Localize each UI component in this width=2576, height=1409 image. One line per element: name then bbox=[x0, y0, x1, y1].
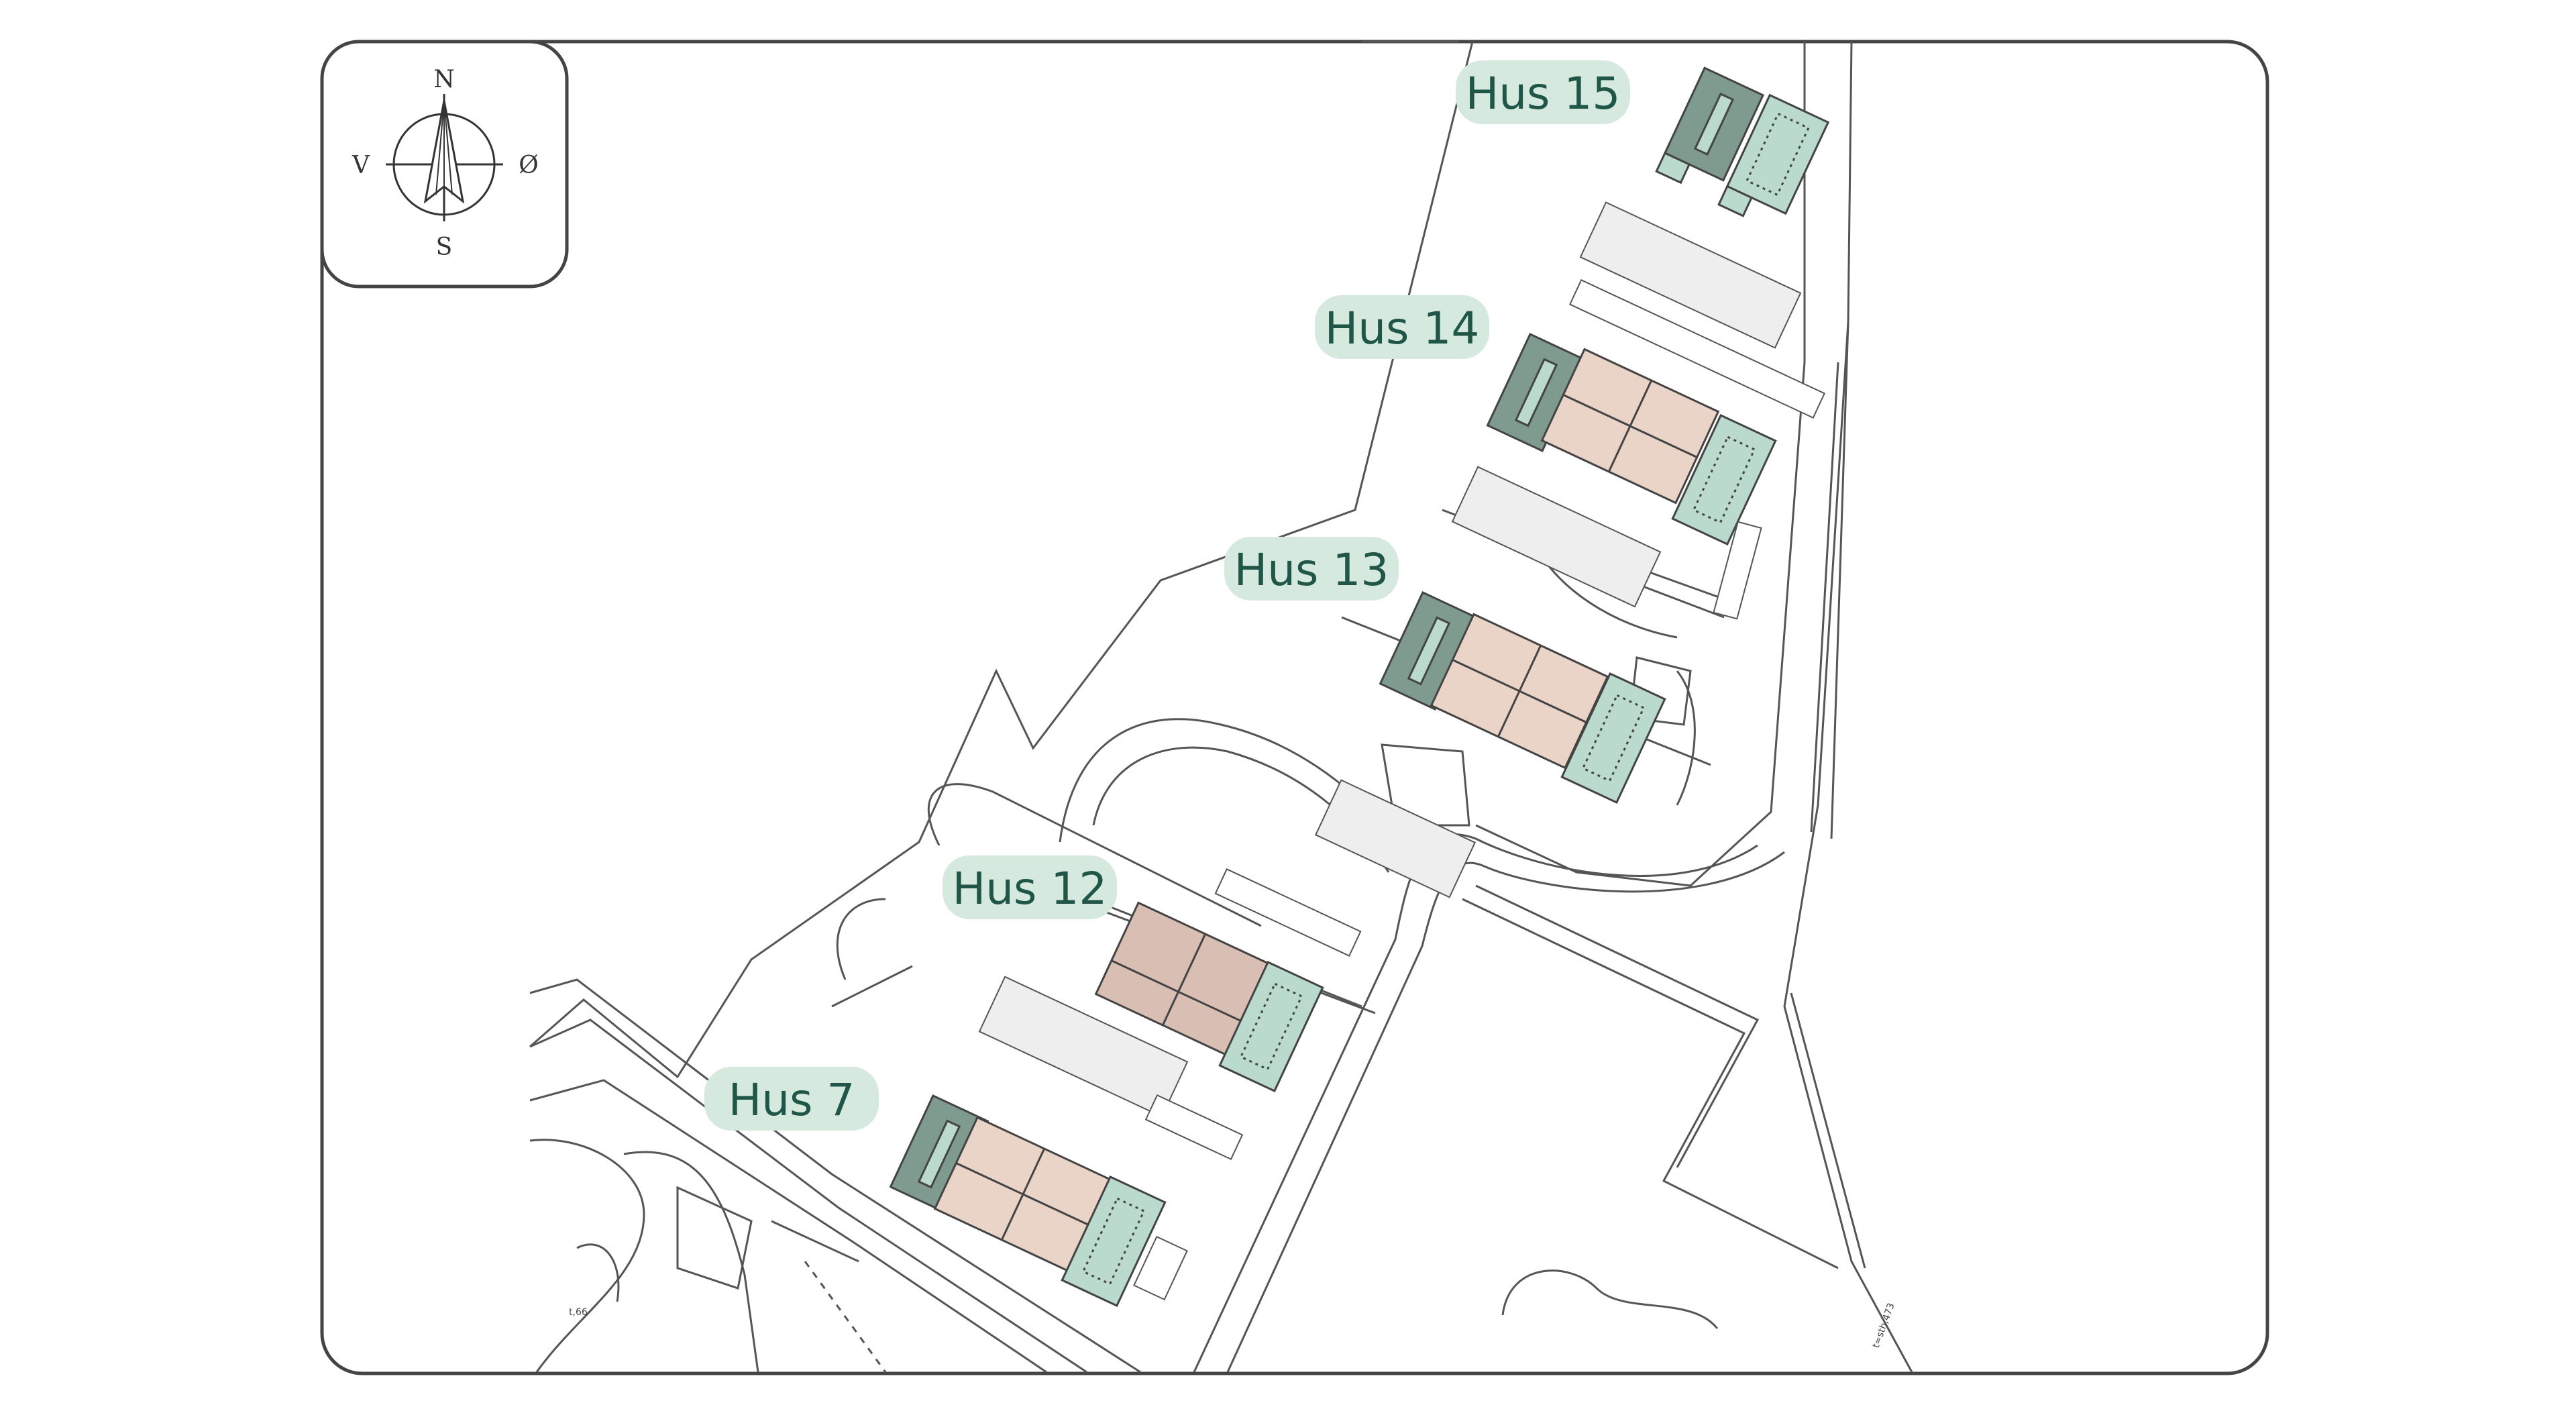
compass-west: V bbox=[352, 152, 370, 179]
building-hus-7 bbox=[889, 1094, 1167, 1308]
building-hus-14 bbox=[1486, 333, 1777, 546]
building-hus-13 bbox=[1379, 591, 1666, 804]
house-label-text: Hus 7 bbox=[729, 1074, 855, 1126]
compass-east: Ø bbox=[519, 152, 539, 179]
house-label-hus-12: Hus 12 bbox=[943, 855, 1117, 919]
house-label-text: Hus 15 bbox=[1466, 68, 1621, 119]
compass-north: N bbox=[433, 66, 455, 93]
house-label-hus-15: Hus 15 bbox=[1456, 60, 1630, 124]
house-label-text: Hus 12 bbox=[953, 863, 1108, 915]
house-label-hus-7: Hus 7 bbox=[704, 1067, 879, 1131]
carport-rows bbox=[978, 201, 1826, 1301]
building-hus-15 bbox=[1655, 66, 1830, 217]
map-border bbox=[320, 40, 2269, 1375]
building-hus-12 bbox=[1094, 901, 1324, 1093]
house-label-hus-14: Hus 14 bbox=[1315, 295, 1489, 359]
house-label-hus-13: Hus 13 bbox=[1224, 537, 1399, 601]
compass-south: S bbox=[436, 233, 453, 261]
compass-rose: N S V Ø bbox=[320, 40, 569, 289]
house-label-text: Hus 13 bbox=[1234, 544, 1389, 596]
spot-height-annotation: t,66 bbox=[569, 1307, 588, 1318]
house-label-text: Hus 14 bbox=[1325, 303, 1480, 354]
